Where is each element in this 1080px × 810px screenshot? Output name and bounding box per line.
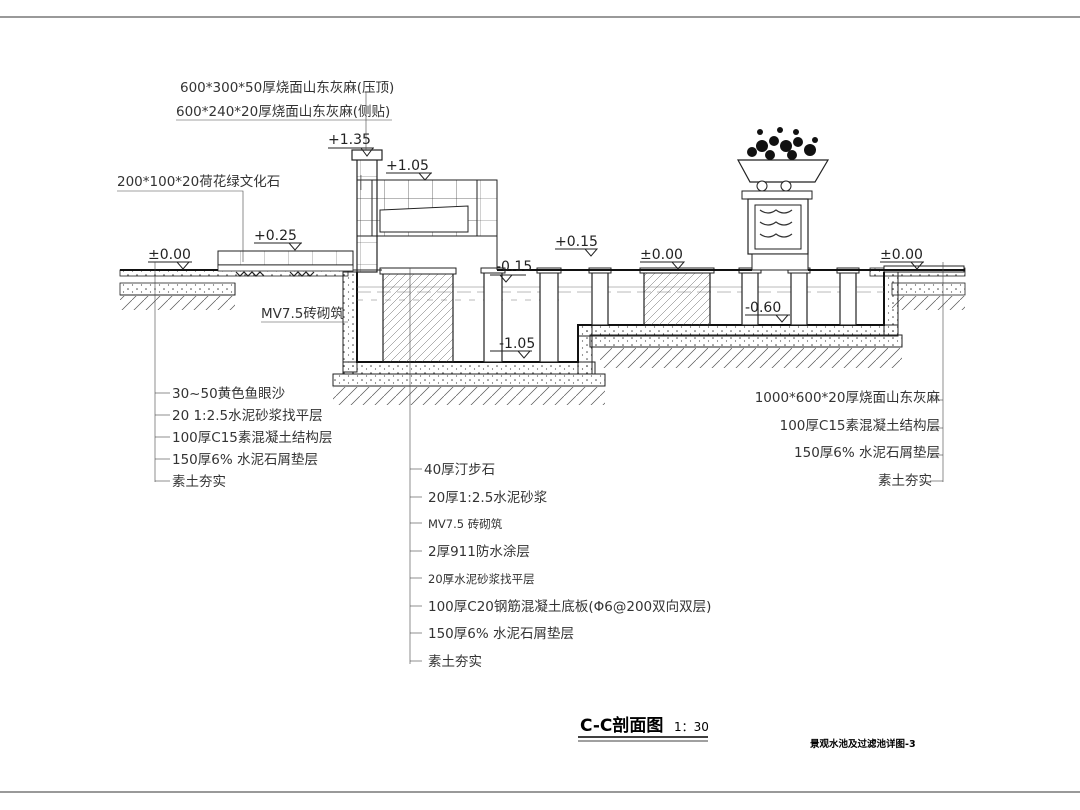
svg-text:+1.35: +1.35 xyxy=(328,132,371,148)
svg-text:600*240*20厚烧面山东灰麻(侧贴): 600*240*20厚烧面山东灰麻(侧贴) xyxy=(176,104,390,120)
elevation-0-00-right: ±0.00 xyxy=(880,247,925,270)
center-layer-8: 素土夯实 xyxy=(428,654,482,670)
center-layers-callout: 40厚汀步石 20厚1:2.5水泥砂浆 MV7.5 砖砌筑 2厚911防水涂层 … xyxy=(409,268,711,670)
left-layer-1: 30~50黄色鱼眼沙 xyxy=(172,385,285,402)
right-layer-2: 100厚C15素混凝土结构层 xyxy=(780,418,940,434)
center-layer-7: 150厚6% 水泥石屑垫层 xyxy=(428,626,574,642)
culture-stone-paving xyxy=(217,250,354,277)
elevation-minus-0-60: -0.60 xyxy=(745,300,790,323)
svg-text:±0.00: ±0.00 xyxy=(880,247,923,263)
stepping-piers xyxy=(379,267,860,363)
svg-text:200*100*20荷花绿文化石: 200*100*20荷花绿文化石 xyxy=(117,174,280,190)
elevation-0-00-left: ±0.00 xyxy=(148,247,192,270)
left-layer-5: 素土夯实 xyxy=(172,474,226,490)
svg-text:±0.00: ±0.00 xyxy=(148,247,191,263)
planter-sculpture xyxy=(736,127,830,271)
center-layer-5: 20厚水泥砂浆找平层 xyxy=(428,572,535,586)
left-layer-2: 20 1:2.5水泥砂浆找平层 xyxy=(172,408,323,424)
center-layer-4: 2厚911防水涂层 xyxy=(428,544,530,560)
svg-text:-0.60: -0.60 xyxy=(745,300,781,316)
right-layers-callout: 1000*600*20厚烧面山东灰麻 100厚C15素混凝土结构层 150厚6%… xyxy=(755,262,944,489)
coping-callout: 600*300*50厚烧面山东灰麻(压顶) 600*240*20厚烧面山东灰麻(… xyxy=(176,80,394,150)
title-scale: 1：30 xyxy=(674,720,709,734)
svg-text:-0.15: -0.15 xyxy=(496,259,532,275)
right-layer-4: 素土夯实 xyxy=(878,473,932,489)
culture-stone-callout: 200*100*20荷花绿文化石 xyxy=(117,174,280,262)
svg-text:+1.05: +1.05 xyxy=(386,158,429,174)
center-layer-2: 20厚1:2.5水泥砂浆 xyxy=(428,490,548,506)
left-ground xyxy=(119,269,349,310)
svg-text:+0.15: +0.15 xyxy=(555,234,598,250)
elevation-minus-1-05: -1.05 xyxy=(490,336,535,359)
center-layer-3: MV7.5 砖砌筑 xyxy=(428,517,503,531)
masonry-callout: MV7.5砖砌筑 xyxy=(261,306,348,323)
left-layers-callout: 30~50黄色鱼眼沙 20 1:2.5水泥砂浆找平层 100厚C15素混凝土结构… xyxy=(154,262,332,490)
svg-text:600*300*50厚烧面山东灰麻(压顶): 600*300*50厚烧面山东灰麻(压顶) xyxy=(180,80,394,96)
title-main: C-C剖面图 xyxy=(580,715,663,736)
center-layer-6: 100厚C20钢筋混凝土底板(Φ6@200双向双层) xyxy=(428,598,711,615)
elevation-1-35: +1.35 xyxy=(328,132,374,157)
elevation-0-00-mid: ±0.00 xyxy=(640,247,686,270)
sheet-name: 景观水池及过滤池详图-3 xyxy=(809,738,916,750)
center-layer-1: 40厚汀步石 xyxy=(424,462,495,478)
elevation-0-15: +0.15 xyxy=(555,234,599,257)
svg-text:MV7.5砖砌筑: MV7.5砖砌筑 xyxy=(261,306,344,322)
svg-text:-1.05: -1.05 xyxy=(499,336,535,352)
left-layer-3: 100厚C15素混凝土结构层 xyxy=(172,430,332,446)
svg-text:+0.25: +0.25 xyxy=(254,228,297,244)
elevation-0-25: +0.25 xyxy=(254,228,303,251)
drawing-title: C-C剖面图 1：30 景观水池及过滤池详图-3 xyxy=(578,715,916,750)
feature-wall xyxy=(351,149,498,273)
pond-walls xyxy=(342,265,965,375)
right-layer-1: 1000*600*20厚烧面山东灰麻 xyxy=(755,390,941,406)
right-layer-3: 150厚6% 水泥石屑垫层 xyxy=(794,445,940,461)
elevation-1-05: +1.05 xyxy=(386,158,433,181)
svg-text:±0.00: ±0.00 xyxy=(640,247,683,263)
elevation-minus-0-15: -0.15 xyxy=(490,259,532,283)
left-layer-4: 150厚6% 水泥石屑垫层 xyxy=(172,452,318,468)
